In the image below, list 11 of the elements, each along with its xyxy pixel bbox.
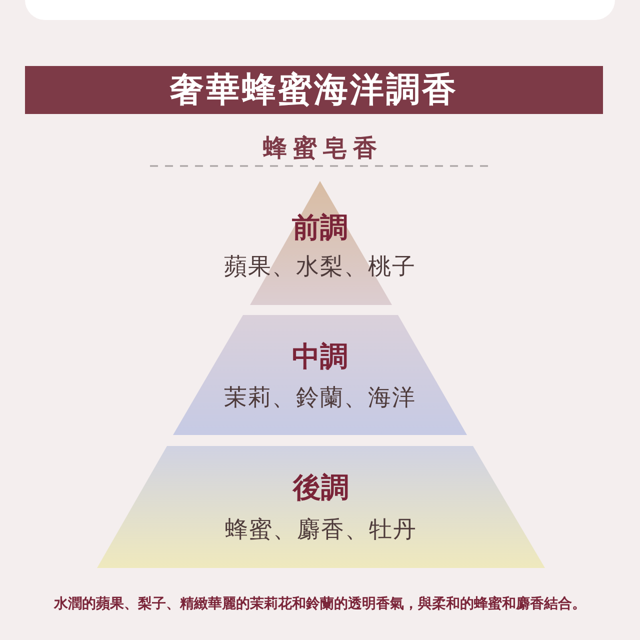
subtitle: 蜂蜜皂香 (262, 133, 383, 164)
pyramid-tier (97, 446, 545, 568)
notes-list: 蜂蜜、麝香、牡丹 (225, 515, 417, 545)
pyramid-tier (173, 315, 467, 435)
caption: 水潤的蘋果、梨子、精緻華麗的茉莉花和鈴蘭的透明香氣，與柔和的蜂蜜和麝香結合。 (52, 594, 587, 614)
notes-list: 蘋果、水梨、桃子 (224, 252, 416, 282)
tier-heading: 後調 (293, 471, 349, 505)
title-banner: 奢華蜂蜜海洋調香 (25, 66, 603, 114)
tier-heading: 前調 (292, 211, 348, 245)
tier-heading: 中調 (292, 340, 348, 374)
notes-list: 茉莉、鈴蘭、海洋 (224, 383, 416, 413)
